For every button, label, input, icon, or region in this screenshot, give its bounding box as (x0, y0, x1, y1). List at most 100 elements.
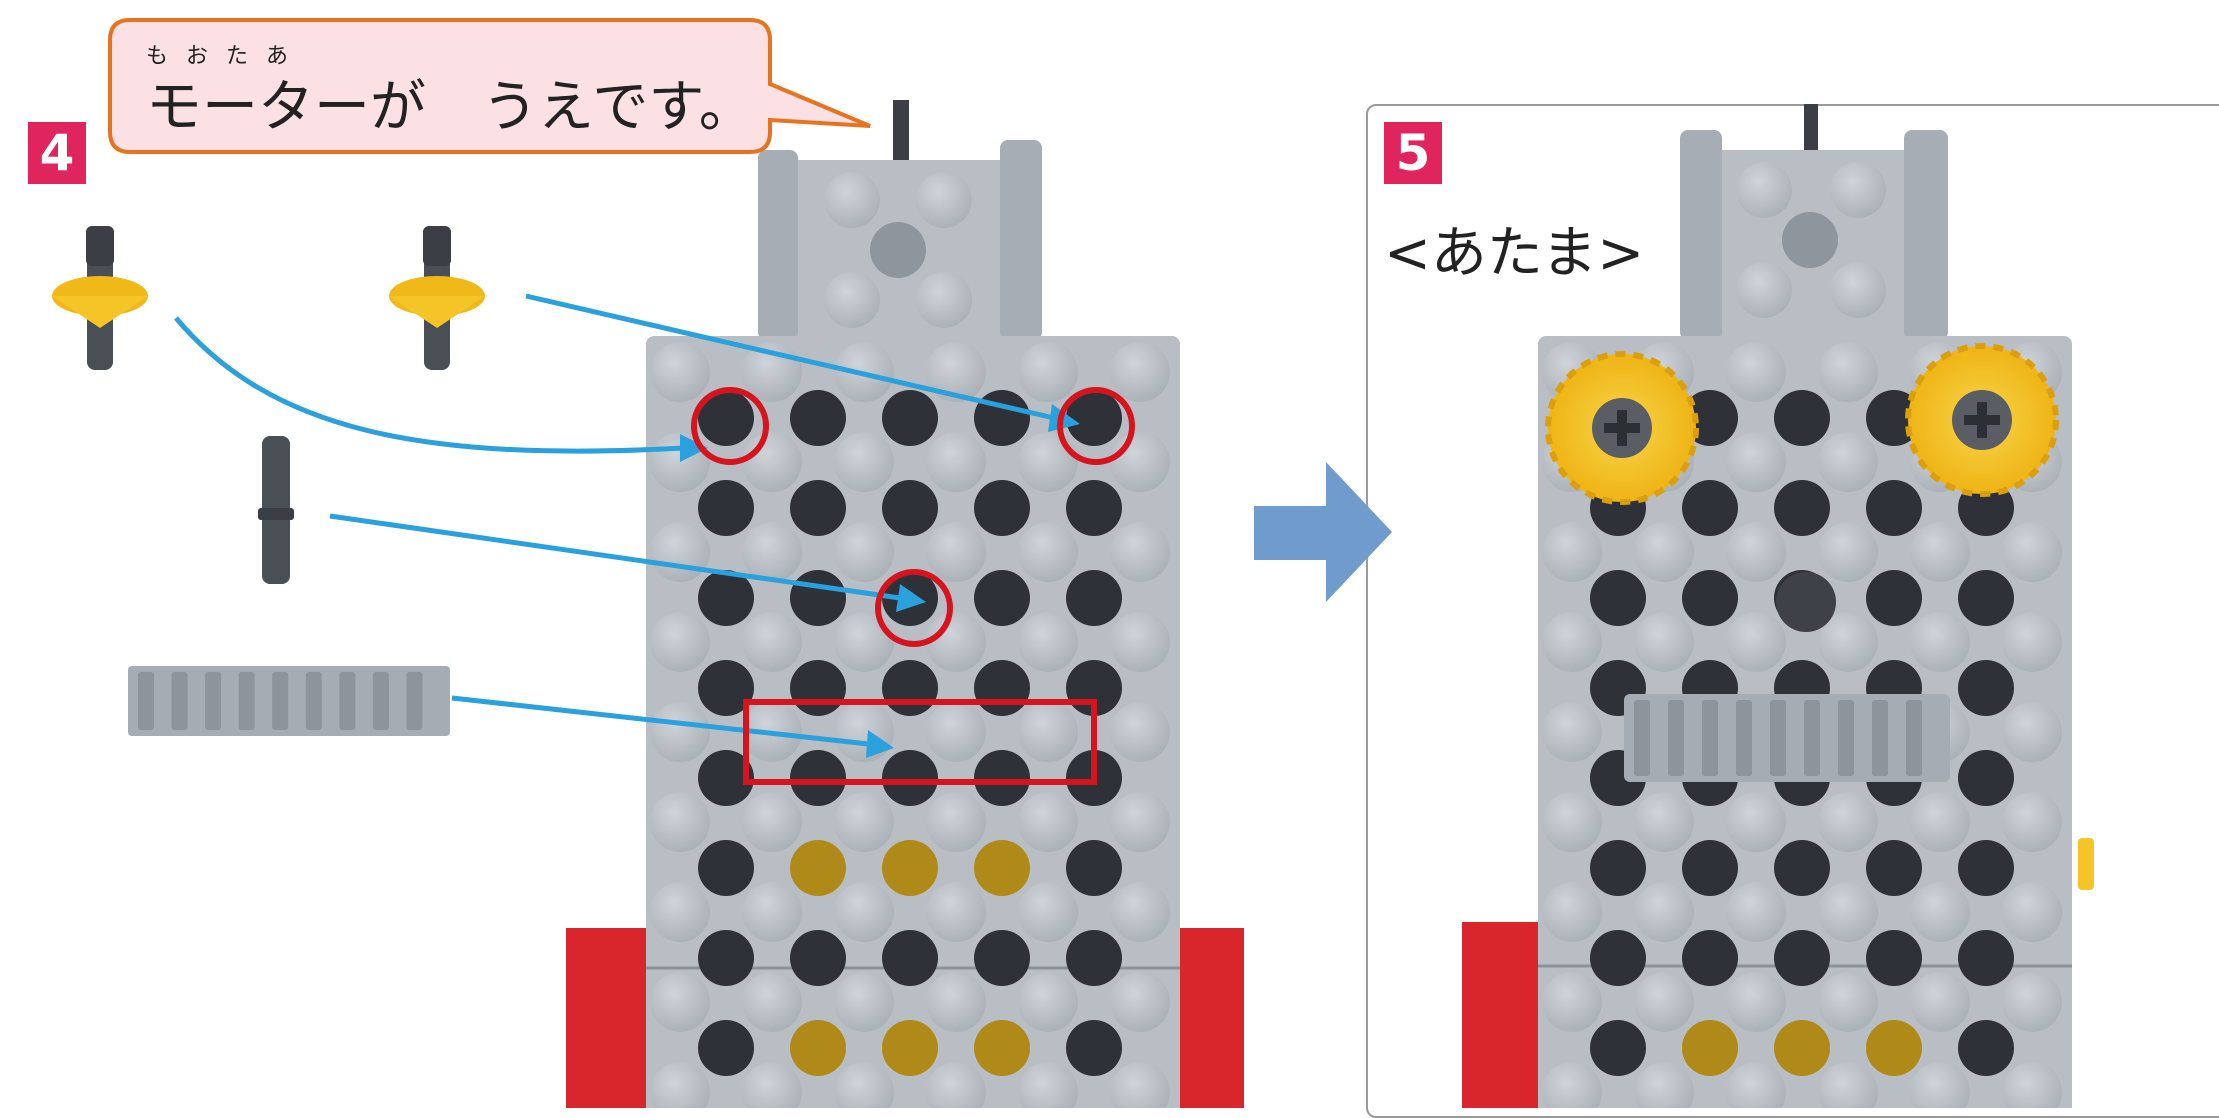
left-foot (1462, 922, 1548, 1108)
gear-pin-1 (52, 226, 148, 370)
section-label: <あたま> (1384, 221, 1645, 286)
hole (1682, 570, 1738, 626)
hole (882, 660, 938, 716)
hole (974, 390, 1030, 446)
stud (1018, 702, 1078, 762)
stud (2002, 1062, 2062, 1108)
antenna (893, 100, 909, 166)
hole (790, 570, 846, 626)
hole (790, 1020, 846, 1076)
stud (650, 792, 710, 852)
speech-callout (108, 18, 871, 154)
step5-robot (1462, 104, 2094, 1108)
hole (790, 930, 846, 986)
stud (1818, 972, 1878, 1032)
rack-tooth (339, 672, 356, 730)
left-foot (566, 928, 656, 1108)
hole (1066, 930, 1122, 986)
hole (974, 480, 1030, 536)
hole (1682, 840, 1738, 896)
hole (1958, 660, 2014, 716)
gear-rack (128, 666, 450, 736)
hole (974, 840, 1030, 896)
hole (1590, 570, 1646, 626)
rack-tooth (138, 672, 154, 730)
stud (1910, 882, 1970, 942)
hole (1958, 750, 2014, 806)
hole (1866, 480, 1922, 536)
hole (1866, 930, 1922, 986)
stud (1910, 522, 1970, 582)
hole (698, 750, 754, 806)
hole (1774, 930, 1830, 986)
hole (698, 840, 754, 896)
stud (1018, 1062, 1078, 1108)
stud (1726, 432, 1786, 492)
stud (1910, 612, 1970, 672)
stud (1634, 612, 1694, 672)
rack-tooth (1872, 700, 1888, 776)
stud (1110, 432, 1170, 492)
stud (1018, 342, 1078, 402)
stud (1634, 882, 1694, 942)
stud (2002, 702, 2062, 762)
hole (1866, 1020, 1922, 1076)
stud (742, 972, 802, 1032)
left-eye-gear (1545, 351, 1699, 505)
callout-text: モーターが うえです。 (146, 75, 755, 140)
stud (1110, 702, 1170, 762)
right-eye-gear (1905, 343, 2059, 497)
stud (742, 882, 802, 942)
stud (1018, 612, 1078, 672)
highlight-hole-nose (875, 569, 953, 647)
stud (834, 972, 894, 1032)
stud (1018, 972, 1078, 1032)
stud (926, 1062, 986, 1108)
hole (974, 660, 1030, 716)
hole (1590, 840, 1646, 896)
rack-tooth (1804, 700, 1820, 776)
hole (974, 750, 1030, 806)
highlight-hole-left (691, 387, 769, 465)
rack-tooth (272, 672, 289, 730)
stud (742, 1062, 802, 1108)
stud (926, 522, 986, 582)
rack-tooth (171, 672, 188, 730)
hole (882, 480, 938, 536)
head-side-knob (1000, 140, 1042, 340)
stud (926, 792, 986, 852)
hole (1066, 1020, 1122, 1076)
hole (1590, 930, 1646, 986)
stud (926, 342, 986, 402)
stud (1818, 432, 1878, 492)
stud (1542, 882, 1602, 942)
stud (1634, 522, 1694, 582)
rack-tooth (372, 672, 389, 730)
stud (1110, 342, 1170, 402)
stud (926, 702, 986, 762)
stud (1542, 1062, 1602, 1108)
highlight-rack-area (743, 699, 1097, 785)
stud (1542, 522, 1602, 582)
stud (834, 1062, 894, 1108)
stud (1110, 972, 1170, 1032)
stud (1634, 1062, 1694, 1108)
step5-badge: 5 (1384, 122, 1442, 184)
stud (1634, 972, 1694, 1032)
hole (1958, 840, 2014, 896)
hole (1590, 1020, 1646, 1076)
stud (742, 432, 802, 492)
arrow-gear1 (174, 316, 685, 454)
stud (1542, 792, 1602, 852)
mouth-rack (1624, 694, 1950, 782)
hole (790, 750, 846, 806)
stud (2002, 792, 2062, 852)
arrow-pin (329, 513, 901, 601)
hole (790, 390, 846, 446)
hole (1682, 930, 1738, 986)
stud (1818, 792, 1878, 852)
stud (650, 972, 710, 1032)
stud (1726, 342, 1786, 402)
head-side-knob (758, 150, 798, 340)
